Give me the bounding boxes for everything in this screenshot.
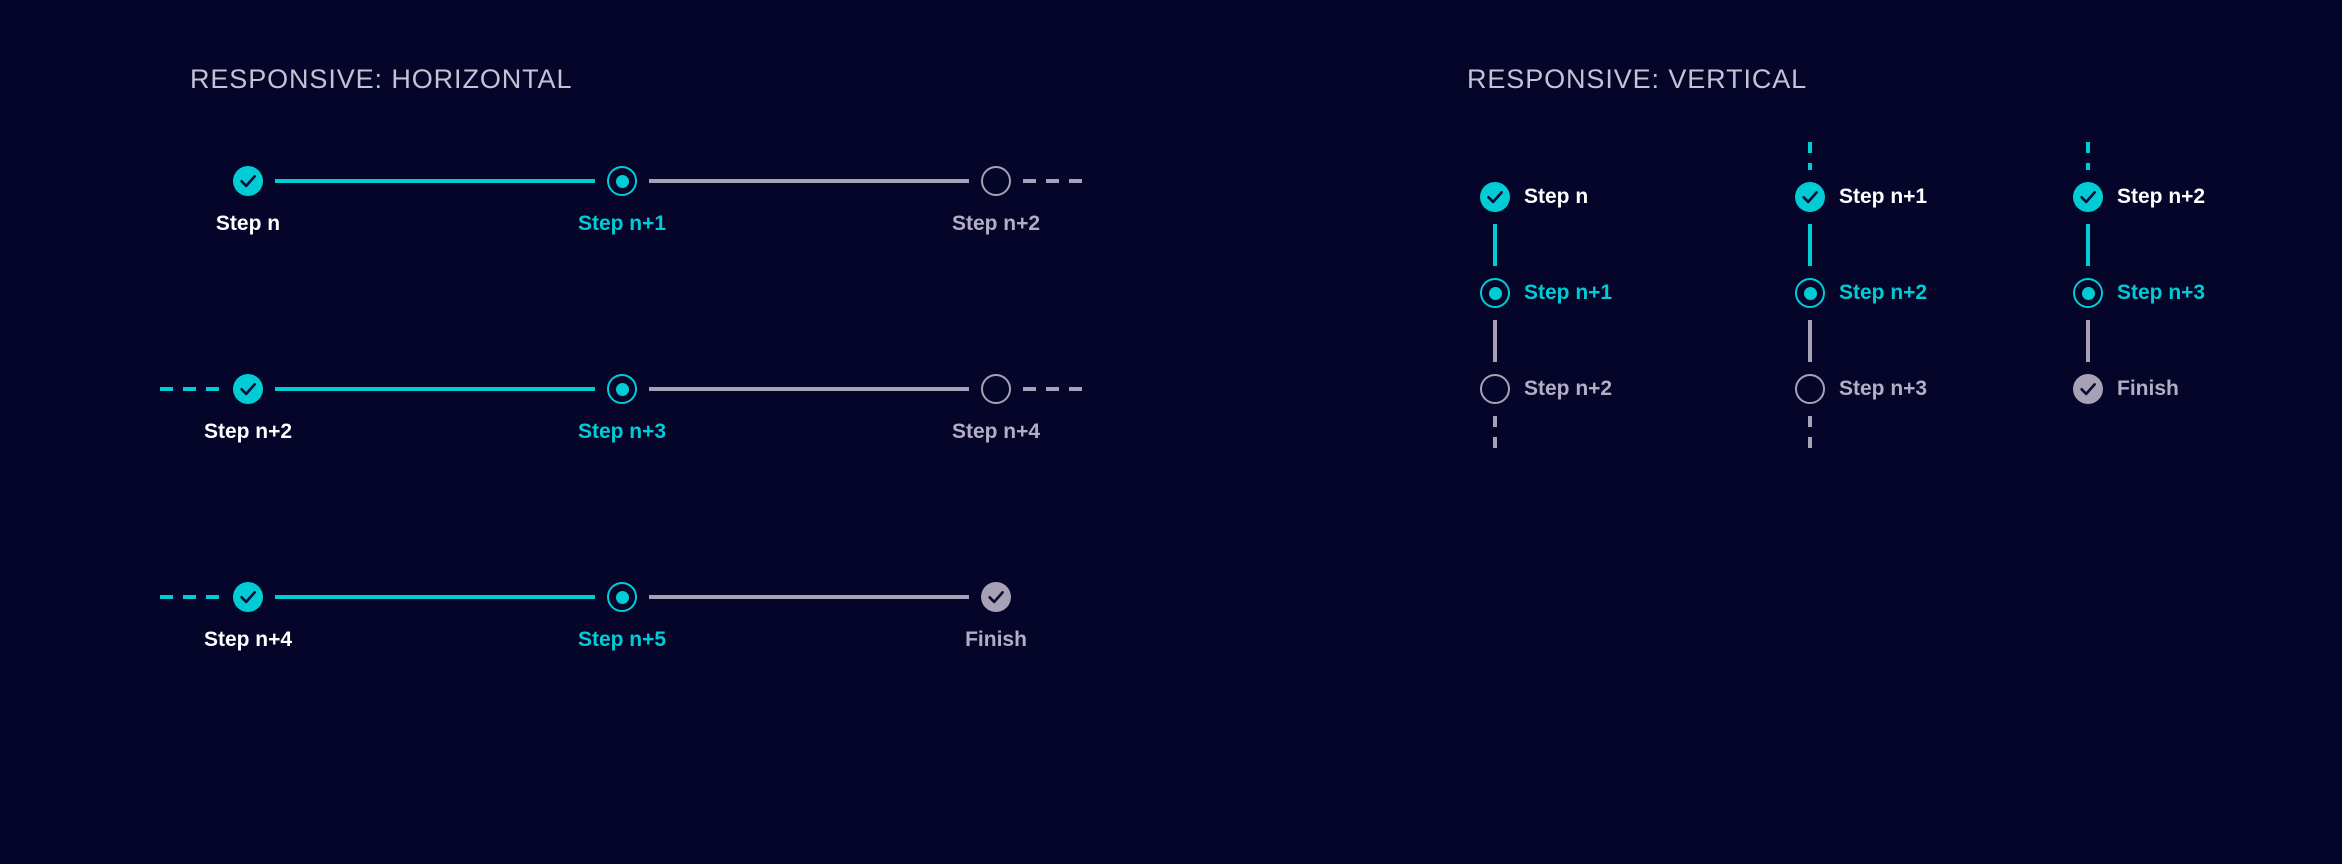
step-circle-finish[interactable] xyxy=(2073,374,2103,404)
horizontal-step-node[interactable] xyxy=(981,582,1011,612)
step-circle-upcoming[interactable] xyxy=(1795,374,1825,404)
step-circle-current[interactable] xyxy=(1795,278,1825,308)
vertical-section-title: RESPONSIVE: VERTICAL xyxy=(1467,64,1808,94)
horizontal-step-node[interactable] xyxy=(607,582,637,612)
horizontal-step-node[interactable] xyxy=(233,166,263,196)
vertical-step-label: Step n+1 xyxy=(1839,185,1928,208)
horizontal-step-node[interactable] xyxy=(607,166,637,196)
step-circle-upcoming[interactable] xyxy=(981,166,1011,196)
step-circle-current[interactable] xyxy=(607,166,637,196)
vertical-step-node[interactable] xyxy=(2073,182,2103,212)
horizontal-step-node[interactable] xyxy=(981,166,1011,196)
horizontal-step-label: Step n+4 xyxy=(951,420,1041,443)
connector-completed xyxy=(1808,224,1812,266)
connector-completed xyxy=(275,595,595,599)
connector-dashed-trailing xyxy=(1493,416,1497,456)
check-icon xyxy=(240,383,256,396)
connector-pending xyxy=(1493,320,1497,362)
step-circle-completed[interactable] xyxy=(1795,182,1825,212)
vertical-step-label: Step n+2 xyxy=(1839,281,1928,304)
horizontal-step-node[interactable] xyxy=(233,582,263,612)
check-icon xyxy=(1802,191,1818,204)
vertical-step-node[interactable] xyxy=(1480,374,1510,404)
check-icon xyxy=(240,591,256,604)
horizontal-step-label: Step n+5 xyxy=(577,628,667,651)
check-icon xyxy=(2080,383,2096,396)
check-icon xyxy=(240,175,256,188)
vertical-step-node[interactable] xyxy=(1795,278,1825,308)
horizontal-step-label: Step n+3 xyxy=(577,420,667,443)
horizontal-step-label: Step n+4 xyxy=(203,628,293,651)
connector-completed xyxy=(275,179,595,183)
vertical-step-label: Step n+1 xyxy=(1524,281,1613,304)
connector-pending xyxy=(649,595,969,599)
step-circle-completed[interactable] xyxy=(1480,182,1510,212)
horizontal-step-label: Step n xyxy=(215,212,281,235)
vertical-step-label: Step n xyxy=(1524,185,1589,208)
vertical-step-node[interactable] xyxy=(1480,278,1510,308)
check-icon xyxy=(988,591,1004,604)
vertical-step-label: Step n+2 xyxy=(2117,185,2206,208)
horizontal-step-label: Finish xyxy=(965,628,1027,651)
horizontal-step-node[interactable] xyxy=(233,374,263,404)
horizontal-step-node[interactable] xyxy=(607,374,637,404)
step-circle-upcoming[interactable] xyxy=(1480,374,1510,404)
step-circle-current[interactable] xyxy=(1480,278,1510,308)
horizontal-step-node[interactable] xyxy=(981,374,1011,404)
vertical-step-node[interactable] xyxy=(2073,374,2103,404)
connector-pending xyxy=(1808,320,1812,362)
step-circle-current[interactable] xyxy=(607,374,637,404)
connector-dashed-trailing xyxy=(1023,179,1092,183)
horizontal-step-label: Step n+2 xyxy=(203,420,293,443)
step-circle-upcoming[interactable] xyxy=(981,374,1011,404)
connector-pending xyxy=(2086,320,2090,362)
step-circle-current[interactable] xyxy=(607,582,637,612)
vertical-step-node[interactable] xyxy=(1795,182,1825,212)
connector-completed xyxy=(2086,224,2090,266)
check-icon xyxy=(2080,191,2096,204)
vertical-step-label: Step n+3 xyxy=(1839,377,1928,400)
connector-pending xyxy=(649,387,969,391)
horizontal-section-title: RESPONSIVE: HORIZONTAL xyxy=(190,64,573,94)
vertical-step-label: Step n+2 xyxy=(1524,377,1613,400)
connector-dashed-leading xyxy=(160,387,221,391)
step-circle-completed[interactable] xyxy=(233,582,263,612)
connector-dashed-leading xyxy=(2086,142,2090,170)
step-circle-completed[interactable] xyxy=(233,374,263,404)
step-circle-completed[interactable] xyxy=(233,166,263,196)
horizontal-step-label: Step n+2 xyxy=(951,212,1041,235)
connector-pending xyxy=(649,179,969,183)
vertical-step-node[interactable] xyxy=(2073,278,2103,308)
check-icon xyxy=(1487,191,1503,204)
horizontal-step-label: Step n+1 xyxy=(577,212,667,235)
connector-completed xyxy=(1493,224,1497,266)
vertical-step-label: Finish xyxy=(2117,377,2179,400)
connector-dashed-leading xyxy=(1808,142,1812,170)
vertical-step-label: Step n+3 xyxy=(2117,281,2206,304)
connector-completed xyxy=(275,387,595,391)
connector-dashed-trailing xyxy=(1023,387,1092,391)
vertical-step-node[interactable] xyxy=(1480,182,1510,212)
connector-dashed-trailing xyxy=(1808,416,1812,456)
step-circle-completed[interactable] xyxy=(2073,182,2103,212)
step-circle-current[interactable] xyxy=(2073,278,2103,308)
step-circle-finish[interactable] xyxy=(981,582,1011,612)
vertical-step-node[interactable] xyxy=(1795,374,1825,404)
connector-dashed-leading xyxy=(160,595,221,599)
